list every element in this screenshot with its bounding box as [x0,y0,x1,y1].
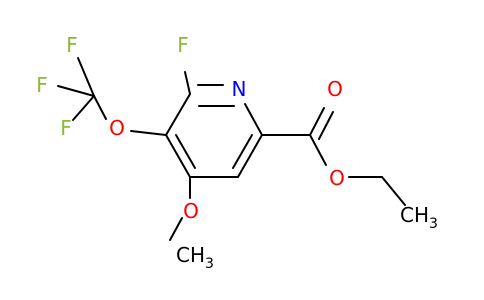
atom-labels: N F F F F O O CH3 O O CH3 [36,33,438,272]
methyl-ethyl-label: CH3 [400,203,438,232]
nitrogen-label: N [232,77,247,101]
bond-c5-c6-inner [232,134,253,169]
bond-c2-c3 [165,93,191,136]
bond-c6-n [244,103,263,136]
fluorine-top-label: F [66,33,78,57]
bonds [57,57,406,241]
bond-ccarb-ocarb-2 [318,111,334,140]
methyl-methoxy-label: CH3 [176,243,214,272]
bond-ccarb-ocarb-1 [309,107,325,136]
fluorine-ring-label: F [177,33,189,57]
bond-ccarb-oester [309,134,327,166]
bond-c-f-bottom [72,95,95,121]
bond-c5-c6-outer [237,134,263,178]
fluorine-left-label: F [36,73,48,97]
bond-c-f-left [57,85,95,97]
bond-c3-c4-inner [175,134,196,169]
oxygen-methoxy-label: O [183,199,199,223]
bond-c3-o [130,130,167,136]
oxygen-ester-label: O [329,166,345,190]
bond-ometh-ch3 [169,217,183,241]
bond-c2-f [184,71,191,95]
bond-ch2-ch3 [381,176,406,206]
bond-c3-c4-outer [165,134,191,178]
bond-o-cf3 [93,95,107,120]
fluorine-bottom-label: F [60,116,72,140]
oxygen-ocf3-label: O [109,116,125,140]
bond-c-f-top [77,57,95,97]
oxygen-carbonyl-label: O [327,77,343,101]
